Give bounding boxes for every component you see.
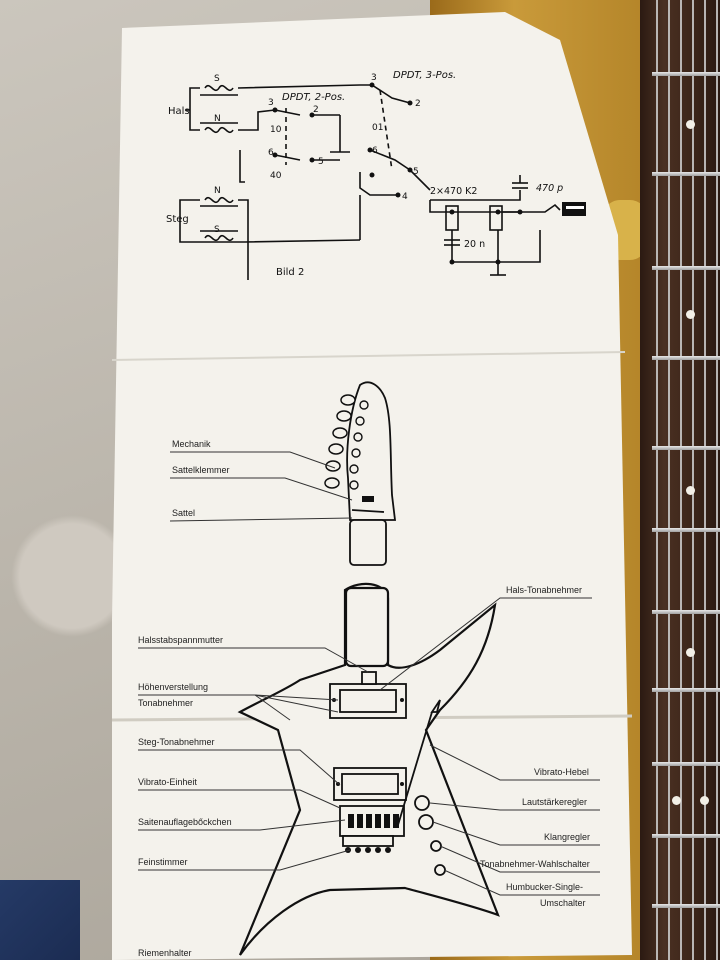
fret	[652, 172, 720, 176]
label-wahlschalter: Tonabnehmer-Wahlschalter	[480, 859, 590, 869]
jeans-corner	[0, 880, 80, 960]
neck-coil-n	[204, 126, 234, 134]
tone-pot	[489, 205, 503, 231]
fret-inlay-dot	[672, 796, 681, 805]
vibrato-arm	[397, 711, 433, 826]
guitar-string	[656, 0, 658, 960]
neck-coil-n-label: N	[214, 114, 221, 124]
guitar-string	[716, 0, 718, 960]
sw1-pin-10: 10	[270, 125, 282, 135]
fret-inlay-dot	[686, 120, 695, 129]
nut-clamp	[362, 496, 374, 502]
label-lautstaerkeregler: Lautstärkeregler	[522, 797, 587, 807]
neck-coil-s	[204, 84, 234, 92]
figure-label: Bild 2	[276, 267, 304, 278]
bridge-coil-s-label: S	[214, 225, 220, 235]
label-umschalter: Umschalter	[540, 898, 586, 908]
fret	[652, 904, 720, 908]
fret	[652, 356, 720, 360]
fret	[652, 762, 720, 766]
fret	[652, 610, 720, 614]
tone-knob	[418, 814, 434, 830]
switch2-title: DPDT, 3-Pos.	[393, 70, 456, 81]
switch1-title: DPDT, 2-Pos.	[282, 92, 345, 103]
sw2-pin-01: 01	[372, 123, 383, 133]
fret	[652, 834, 720, 838]
sw1-pin-40: 40	[270, 171, 282, 181]
fret	[652, 72, 720, 76]
label-riemenhalter: Riemenhalter	[138, 948, 192, 958]
label-saitenauflage: Saitenauflagebőckchen	[138, 817, 232, 827]
bridge-pickup-label: Steg	[166, 214, 189, 225]
label-klangregler: Klangregler	[544, 832, 590, 842]
guitar-string	[692, 0, 694, 960]
sw1-pin-2: 2	[313, 105, 319, 115]
guitar-string	[680, 0, 682, 960]
label-steg-tonabnehmer: Steg-Tonabnehmer	[138, 737, 215, 747]
bridge-coil-n-label: N	[214, 186, 221, 196]
pickup-selector-switch	[430, 840, 442, 852]
sw2-pin-5: 5	[413, 167, 419, 177]
label-feinstimmer: Feinstimmer	[138, 857, 188, 867]
label-humbucker-single: Humbucker-Single-	[506, 882, 583, 892]
wiring-diagram	[179, 84, 561, 280]
pots-label: 2×470 K2	[430, 186, 477, 197]
sw2-pin-6: 6	[372, 146, 378, 156]
label-sattel: Sattel	[172, 508, 195, 518]
sw1-pin-5: 5	[318, 157, 324, 167]
bridge-coil-s	[204, 234, 234, 242]
sw2-pin-3: 3	[371, 73, 377, 83]
label-vibrato-hebel: Vibrato-Hebel	[534, 767, 589, 777]
guitar-string	[668, 0, 670, 960]
humbucker-single-switch	[434, 864, 446, 876]
paper-fold-line	[111, 351, 626, 361]
sw2-pin-4: 4	[402, 192, 408, 202]
fret	[652, 688, 720, 692]
sw1-pin-6: 6	[268, 148, 274, 158]
fine-tuners	[342, 835, 394, 847]
volume-knob	[414, 795, 430, 811]
neck-pickup-label: Hals	[168, 106, 190, 117]
cap1-label: 470 p	[536, 183, 563, 194]
label-hals-tonabnehmer: Hals-Tonabnehmer	[506, 585, 582, 595]
label-halsstabspannmutter: Halsstabspannmutter	[138, 635, 223, 645]
label-hoehenverstellung: Höhenverstellung	[138, 682, 208, 692]
fret	[652, 528, 720, 532]
fret-inlay-dot	[686, 648, 695, 657]
label-mechanik: Mechanik	[172, 439, 211, 449]
sw2-pin-2: 2	[415, 99, 421, 109]
label-tonabnehmer: Tonabnehmer	[138, 698, 193, 708]
cap2-label: 20 n	[464, 239, 485, 250]
label-vibrato-einheit: Vibrato-Einheit	[138, 777, 197, 787]
sw1-pin-3: 3	[268, 98, 274, 108]
fret	[652, 266, 720, 270]
neck-coil-s-label: S	[214, 74, 220, 84]
fret-inlay-dot	[686, 310, 695, 319]
tuning-pegs	[324, 394, 356, 489]
fret	[652, 446, 720, 450]
fret-inlay-dot	[686, 486, 695, 495]
fret-inlay-dot	[700, 796, 709, 805]
guitar-string	[704, 0, 706, 960]
truss-rod-nut	[361, 671, 377, 685]
label-sattelklemmer: Sattelklemmer	[172, 465, 230, 475]
bridge-coil-n	[204, 196, 234, 204]
